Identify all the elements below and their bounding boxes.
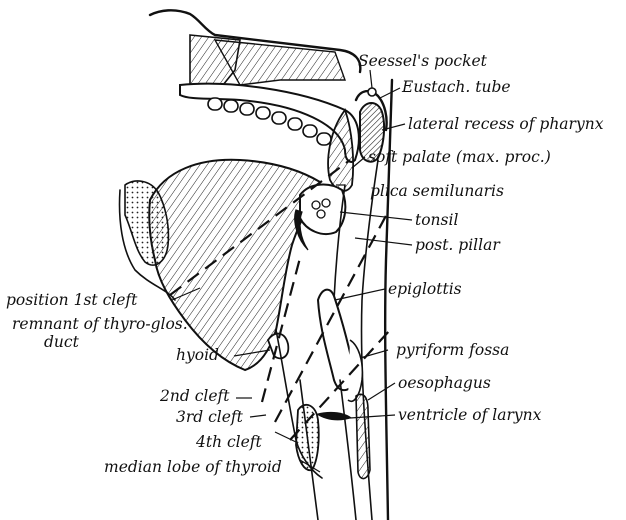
label-lateral-recess: lateral recess of pharynx [408,115,604,133]
nasal-hatched-upper [215,40,345,85]
label-3rd-cleft: 3rd cleft [176,408,244,426]
seessels-pocket-dot [368,88,376,96]
larynx-ventricle [316,412,352,420]
label-tonsil: tonsil [415,211,458,229]
label-pyriform-fossa: pyriform fossa [396,341,509,359]
label-oesophagus: oesophagus [398,374,491,392]
label-plica-semilunaris: plica semilunaris [370,182,504,200]
pyriform-fossa-shape [348,340,362,401]
label-eustach-tube: Eustach. tube [401,78,511,96]
label-median-lobe: median lobe of thyroid [104,458,282,476]
label-remnant-line1: remnant of thyro-glos. [12,315,188,333]
label-4th-cleft: 4th cleft [195,433,263,451]
label-ventricle-of-larynx: ventricle of larynx [398,406,542,424]
label-remnant-line2: duct [44,333,80,351]
posterior-wall-outer [385,80,392,520]
oesophagus-shape [356,394,370,478]
label-soft-palate: soft palate (max. proc.) [368,148,551,166]
label-epiglottis: epiglottis [388,280,462,298]
label-position-1st-cleft: position 1st cleft [6,291,138,309]
tongue [149,160,320,370]
label-hyoid: hyoid [176,346,219,364]
label-2nd-cleft: 2nd cleft [159,387,230,405]
label-post-pillar: post. pillar [415,236,501,254]
tonsil-body [300,185,345,235]
label-seessels-pocket: Seessel's pocket [358,52,488,70]
cleft-3-tick [250,415,266,417]
